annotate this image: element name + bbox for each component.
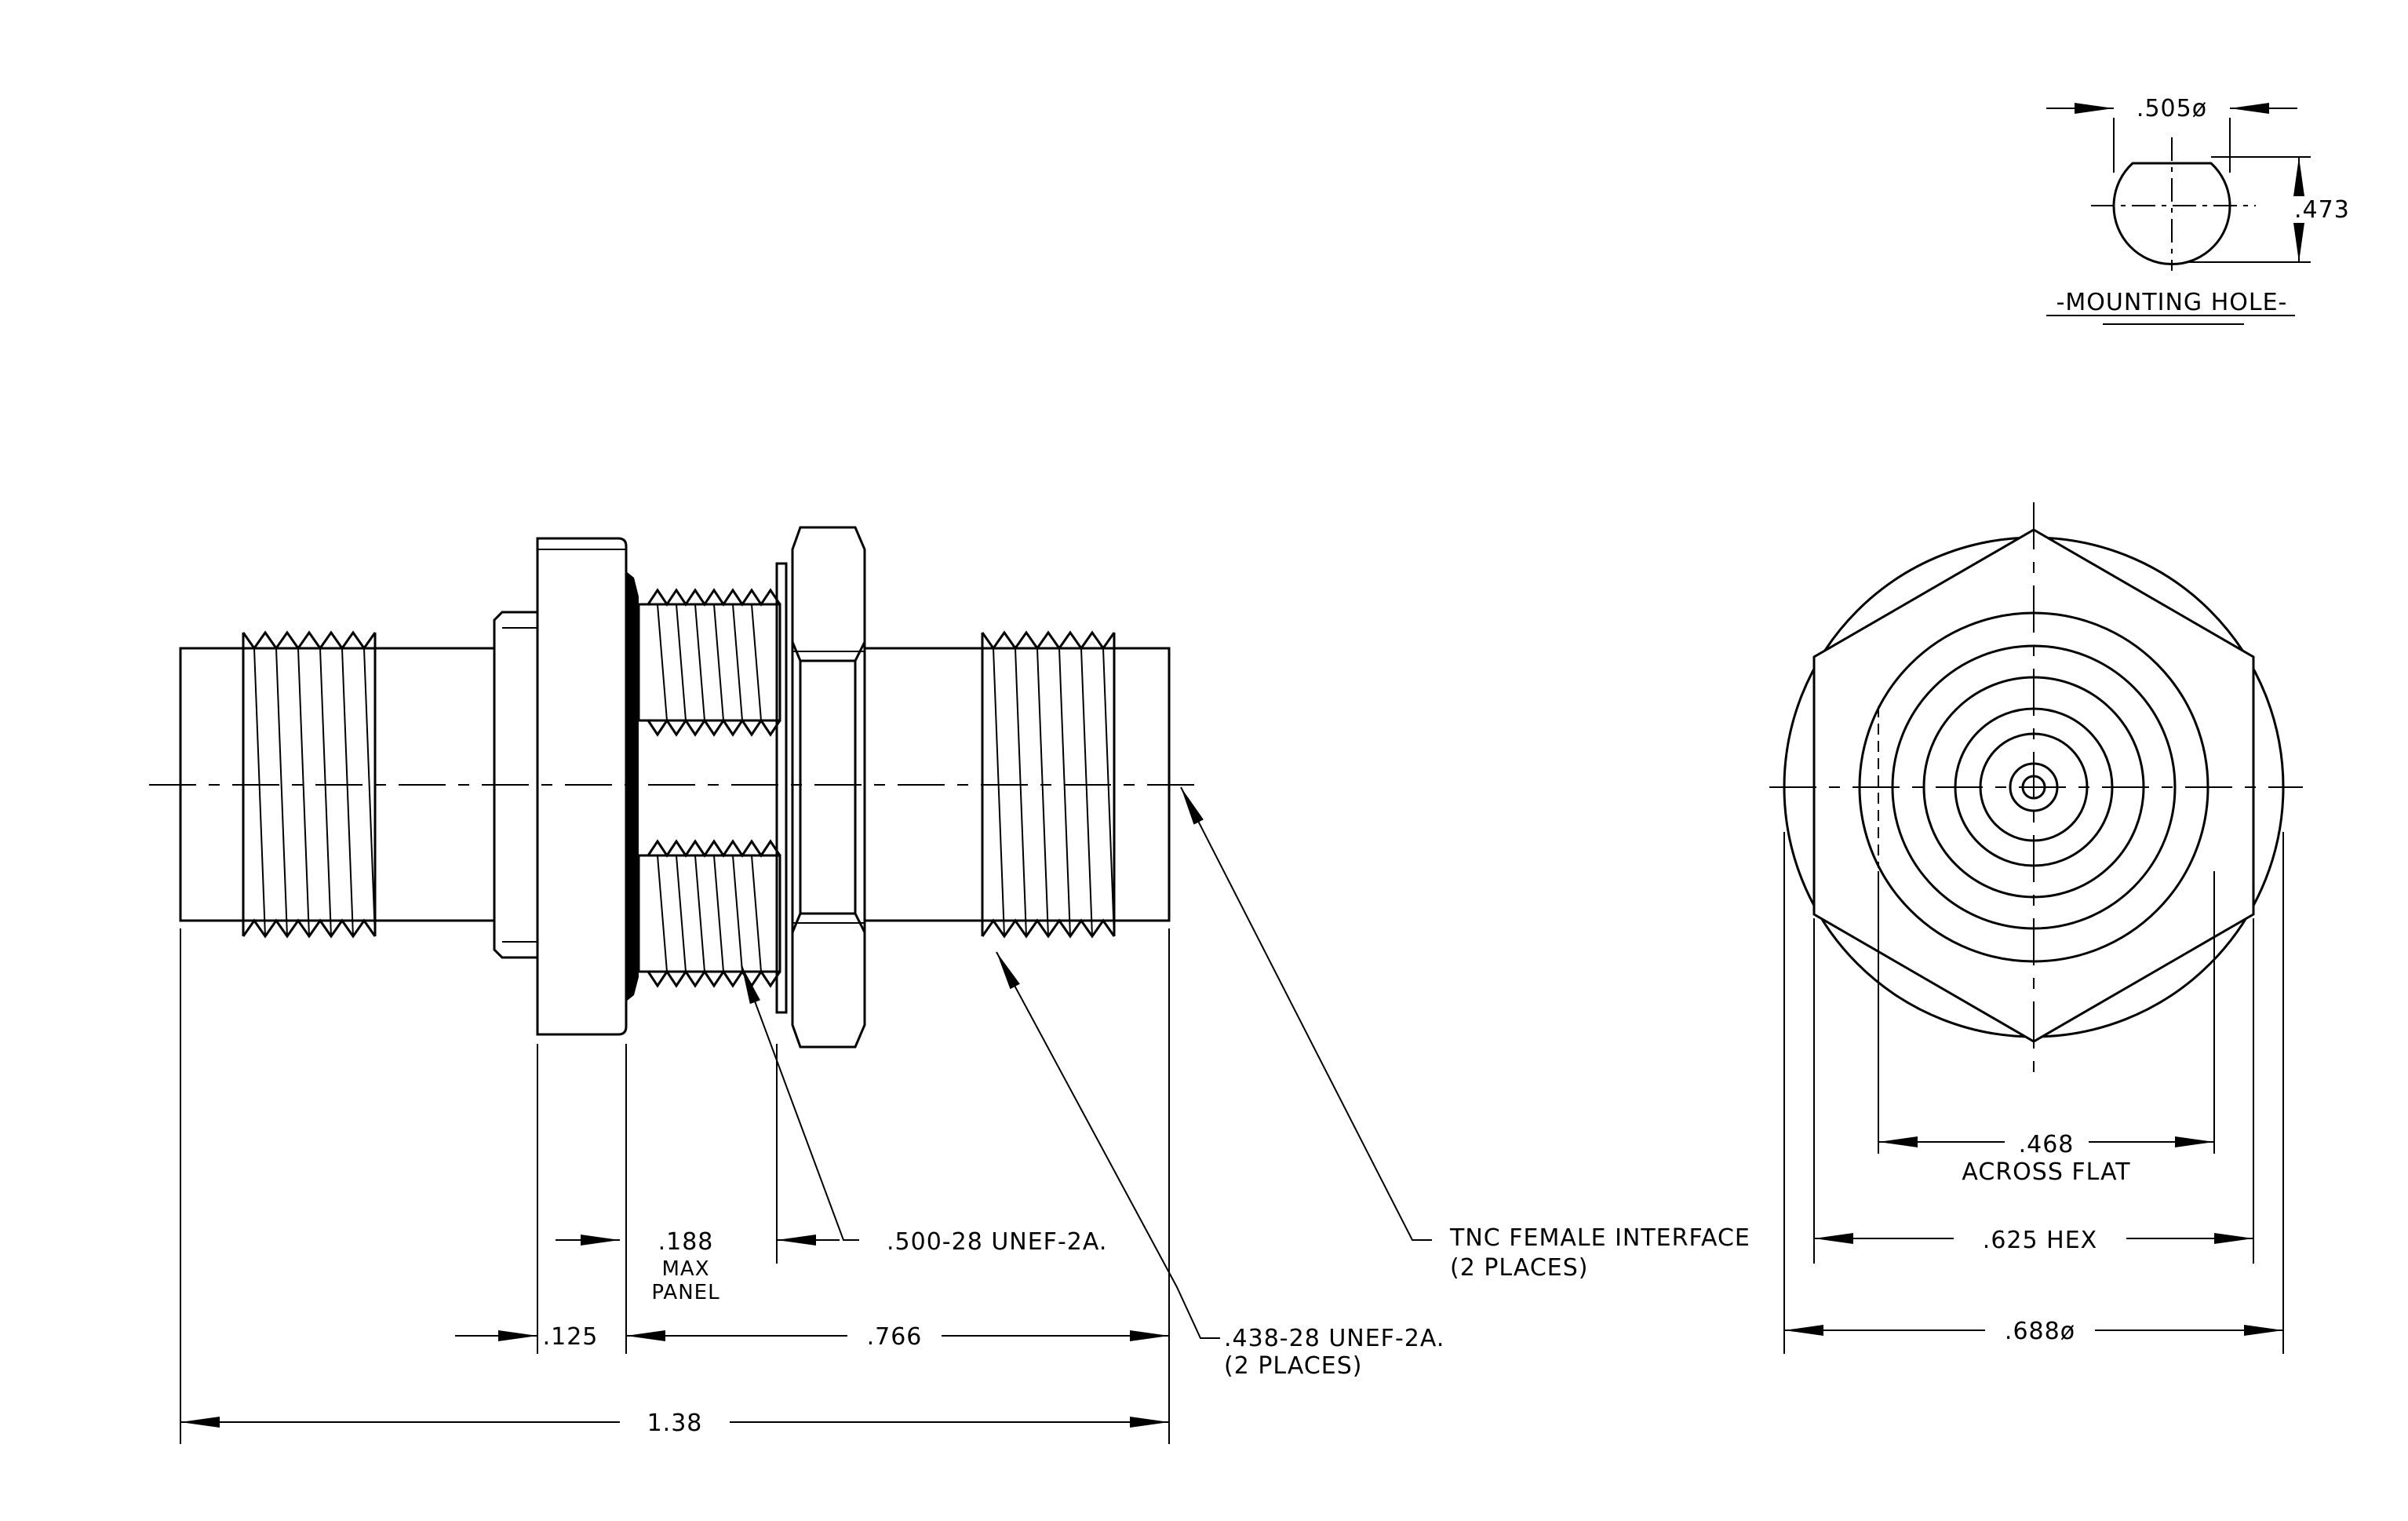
callout-500-thread: .500-28 UNEF-2A. [887, 1228, 1107, 1256]
flange [536, 537, 628, 1036]
end-diameter-label: .688ø [2005, 1318, 2075, 1345]
dim-body-label: .766 [867, 1323, 923, 1351]
end-across-flat-label: ACROSS FLAT [1962, 1158, 2130, 1186]
callout-438-thread: .438-28 UNEF-2A. [1224, 1325, 1444, 1352]
mounting-hole-title: -MOUNTING HOLE- [2056, 289, 2288, 316]
end-view: .468 ACROSS FLAT .625 HEX .688ø [1769, 502, 2303, 1354]
side-view: .125 .766 1.38 .188 MAX PANEL .500-28 UN… [149, 526, 1750, 1444]
mounting-hole-diameter-label: .505ø [2137, 95, 2207, 122]
lock-washer [775, 562, 788, 1014]
gasket [626, 571, 639, 1001]
panel-thread-upper [647, 588, 781, 737]
end-across-flat-value: .468 [2019, 1131, 2075, 1158]
callout-tnc-places: (2 PLACES) [1450, 1254, 1588, 1282]
dim-panel-max: MAX [661, 1257, 709, 1281]
mounting-hole-view: .505ø .473 -MOUNTING HOLE- [2046, 95, 2350, 325]
end-hex-label: .625 HEX [1983, 1227, 2097, 1254]
callout-438-places: (2 PLACES) [1224, 1352, 1362, 1380]
hex-nut [791, 526, 866, 1049]
mounting-hole-outline [2112, 162, 2231, 266]
callout-tnc-interface: TNC FEMALE INTERFACE [1449, 1224, 1750, 1252]
dim-flange-label: .125 [543, 1323, 599, 1351]
mounting-hole-flat-label: .473 [2294, 196, 2350, 224]
dim-panel-label: PANEL [651, 1281, 719, 1304]
dim-overall-label: 1.38 [647, 1410, 703, 1437]
dim-panel-value: .188 [658, 1228, 714, 1256]
left-thread-helix [253, 647, 376, 937]
